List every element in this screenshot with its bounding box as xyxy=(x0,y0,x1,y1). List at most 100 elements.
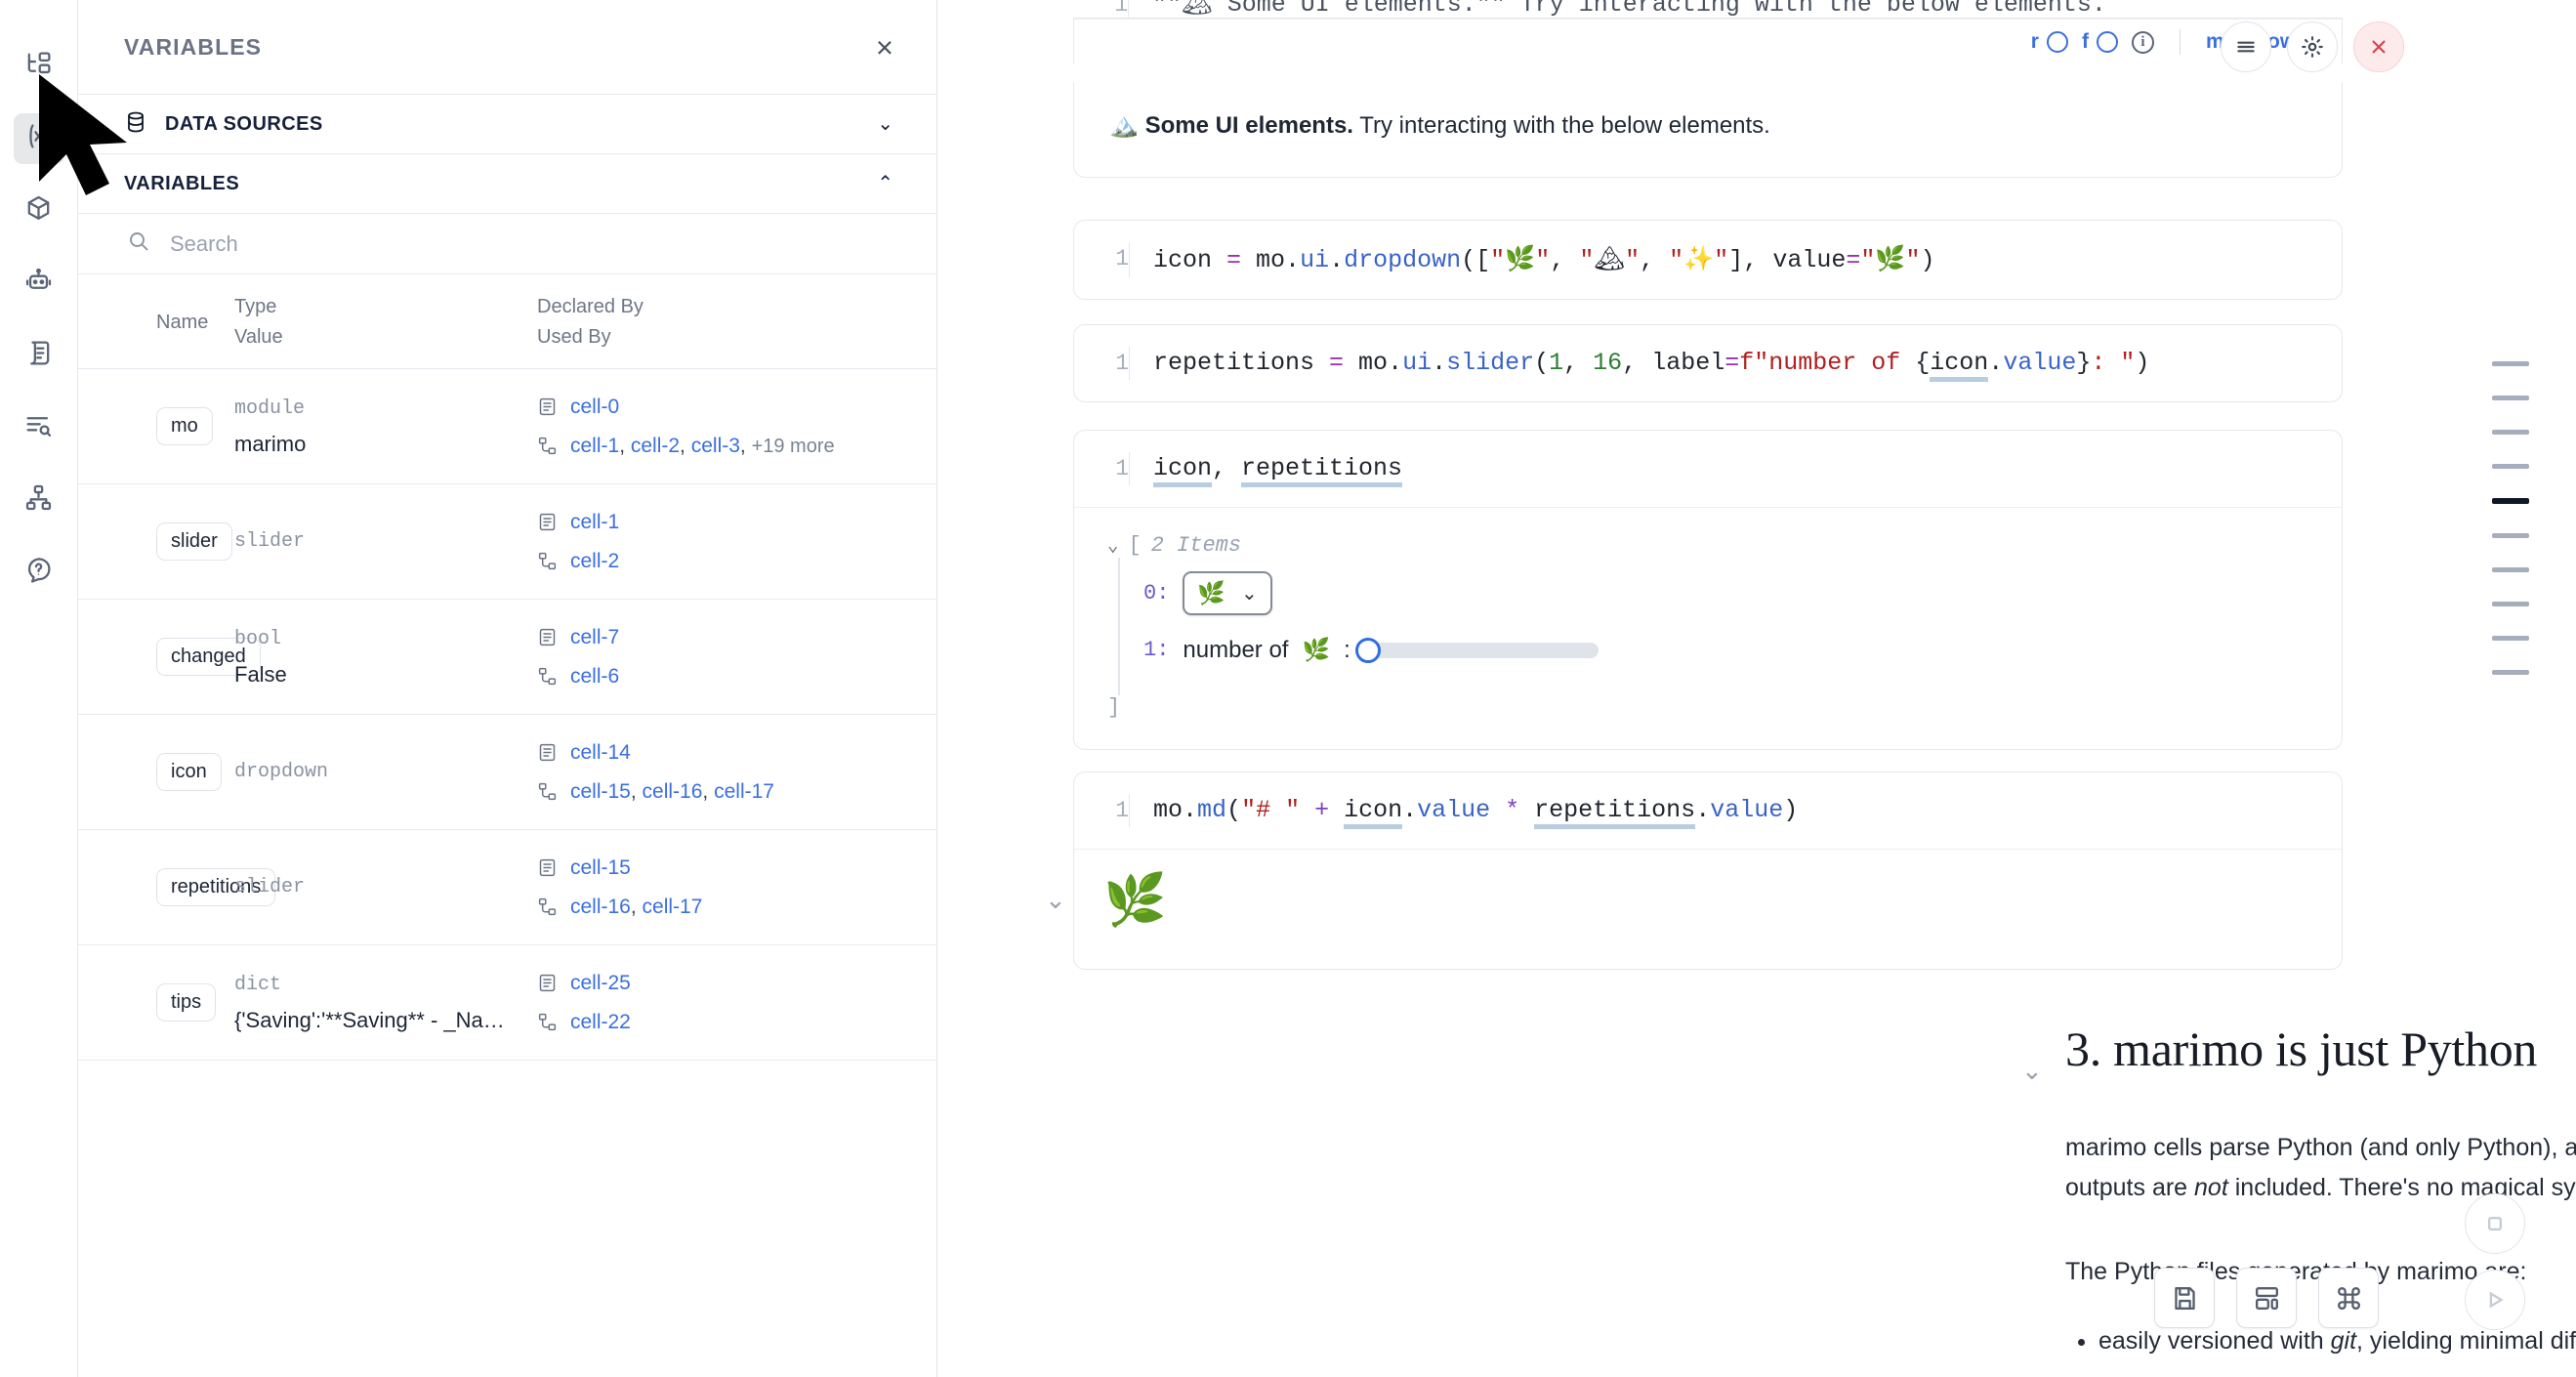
minimap-bar[interactable] xyxy=(2492,396,2529,400)
cell-settings-button[interactable] xyxy=(2287,21,2338,72)
sidebar-item-packages[interactable] xyxy=(14,186,64,236)
minimap-bar[interactable] xyxy=(2492,636,2529,641)
code-cell-dropdown[interactable]: 1 icon = mo.ui.dropdown(["🌿", "🏔", "✨"],… xyxy=(1073,220,2343,300)
close-icon[interactable]: × xyxy=(875,29,893,64)
cell-link[interactable]: cell-17 xyxy=(714,779,774,803)
stop-button[interactable] xyxy=(2465,1193,2525,1254)
variable-type: slider xyxy=(234,875,306,898)
minimap-bar[interactable] xyxy=(2492,602,2529,606)
dropdown-widget[interactable]: 🌿 ⌄ xyxy=(1183,570,1272,615)
sidebar-item-file-explorer[interactable] xyxy=(14,41,64,92)
bullet-pre: easily versioned with xyxy=(2098,1326,2331,1355)
search-input[interactable] xyxy=(170,230,893,257)
variable-name-chip[interactable]: changed xyxy=(156,638,261,676)
used-by-line: cell-2 xyxy=(537,542,936,581)
cell-link[interactable]: cell-14 xyxy=(570,740,631,764)
code-cell-display[interactable]: 1 icon, repetitions ⌄ [ 2 Items 0: 🌿 ⌄ xyxy=(1073,430,2343,750)
minimap-bar[interactable] xyxy=(2492,430,2529,435)
cell-link[interactable]: cell-16 xyxy=(570,895,631,918)
run-button[interactable] xyxy=(2465,1270,2525,1330)
cell-link[interactable]: cell-15 xyxy=(570,855,631,879)
info-icon[interactable]: i xyxy=(2131,30,2154,54)
variable-name-chip[interactable]: icon xyxy=(156,753,222,791)
section-paragraph-1: marimo cells parse Python (and only Pyth… xyxy=(2065,1128,2576,1207)
chevron-down-icon[interactable]: ⌄ xyxy=(877,113,893,135)
output-bold-text: Some UI elements. xyxy=(1144,112,1353,139)
sidebar-item-help[interactable] xyxy=(14,547,64,598)
variable-name-chip[interactable]: repetitions xyxy=(156,868,276,906)
minimap-bar-current[interactable] xyxy=(2492,498,2529,504)
toggle-f-ring[interactable] xyxy=(2096,31,2118,53)
code-cell-slider[interactable]: 1 repetitions = mo.ui.slider(1, 16, labe… xyxy=(1073,324,2343,402)
sidebar-item-scratchpad[interactable] xyxy=(14,330,64,381)
section-variables[interactable]: VARIABLES ⌃ xyxy=(78,154,936,214)
cell-link[interactable]: cell-3 xyxy=(690,434,740,457)
chevron-down-icon[interactable]: ⌄ xyxy=(1107,534,1119,557)
cell-link[interactable]: cell-6 xyxy=(570,664,620,688)
tree-row-1: 1: number of 🌿 : xyxy=(1143,637,2308,664)
variable-name-chip[interactable]: mo xyxy=(156,407,213,445)
dependency-graph-icon xyxy=(24,483,53,517)
variable-name-chip[interactable]: slider xyxy=(156,522,232,561)
toggle-r-ring[interactable] xyxy=(2046,31,2068,53)
open-bracket: [ xyxy=(1128,532,1142,558)
cell-link[interactable]: cell-22 xyxy=(570,1010,631,1033)
minimap-bar[interactable] xyxy=(2492,670,2529,675)
floating-action-buttons xyxy=(2154,1268,2379,1328)
cell-link[interactable]: cell-25 xyxy=(570,971,631,994)
toggle-r[interactable]: r xyxy=(2031,30,2068,54)
layout-icon xyxy=(2255,1286,2278,1310)
cell-link[interactable]: cell-15 xyxy=(570,779,631,803)
more-count-label[interactable]: +19 more xyxy=(751,435,835,457)
sidebar-item-outline[interactable] xyxy=(14,402,64,453)
cell-delete-button[interactable] xyxy=(2353,21,2404,72)
layout-button[interactable] xyxy=(2236,1268,2297,1328)
command-palette-button[interactable] xyxy=(2318,1268,2379,1328)
top-cell-code-truncated[interactable]: 1 ""🏔 Some UI elements."" Try interactin… xyxy=(1073,0,2343,18)
cell-link[interactable]: cell-2 xyxy=(630,434,681,457)
toggle-f[interactable]: f xyxy=(2082,30,2118,54)
slider-widget[interactable] xyxy=(1354,637,1599,663)
minimap-bar[interactable] xyxy=(2492,533,2529,538)
section-data-sources[interactable]: DATA SOURCES ⌄ xyxy=(78,95,936,154)
cell-menu-button[interactable] xyxy=(2221,21,2271,72)
declared-by-line: cell-1 xyxy=(537,503,936,542)
line-number: 1 xyxy=(1115,798,1129,823)
markdown-output: 🏔️ Some UI elements. Try interacting wit… xyxy=(1074,82,2342,177)
cell-link[interactable]: cell-17 xyxy=(642,895,703,918)
cell-link[interactable]: cell-16 xyxy=(642,779,703,803)
collapse-caret-md-cell[interactable]: ⌄ xyxy=(1045,885,1066,914)
collapse-caret-section-3[interactable]: ⌄ xyxy=(2021,1056,2043,1085)
output-tree-header[interactable]: ⌄ [ 2 Items xyxy=(1107,533,2308,558)
cell-link[interactable]: cell-1 xyxy=(570,434,620,457)
cell-link[interactable]: cell-7 xyxy=(570,625,620,648)
sidebar-item-dependency-graph[interactable] xyxy=(14,475,64,525)
column-header-name: Name xyxy=(156,311,209,333)
chevron-up-icon[interactable]: ⌃ xyxy=(877,173,893,194)
minimap-bar[interactable] xyxy=(2492,567,2529,572)
cell-link[interactable]: cell-1 xyxy=(570,510,620,533)
stop-icon xyxy=(2488,1217,2502,1231)
sidebar-item-variables[interactable] xyxy=(13,113,64,164)
save-button[interactable] xyxy=(2154,1268,2215,1328)
notebook-minimap[interactable] xyxy=(2492,361,2529,675)
link-nodes-icon xyxy=(537,436,558,456)
separator: , xyxy=(680,434,691,457)
slider-handle[interactable] xyxy=(1354,637,1381,663)
code-cell-md[interactable]: 1 mo.md("# " + icon.value * repetitions.… xyxy=(1073,772,2343,970)
variable-name-chip[interactable]: tips xyxy=(156,983,217,1022)
minimap-bar[interactable] xyxy=(2492,361,2529,366)
minimap-bar[interactable] xyxy=(2492,464,2529,469)
cell-link[interactable]: cell-0 xyxy=(570,395,620,418)
cell-link[interactable]: cell-2 xyxy=(570,549,620,572)
page-title: 3. marimo is just Python xyxy=(2065,1022,2538,1076)
sidebar-item-chat[interactable] xyxy=(14,258,64,309)
